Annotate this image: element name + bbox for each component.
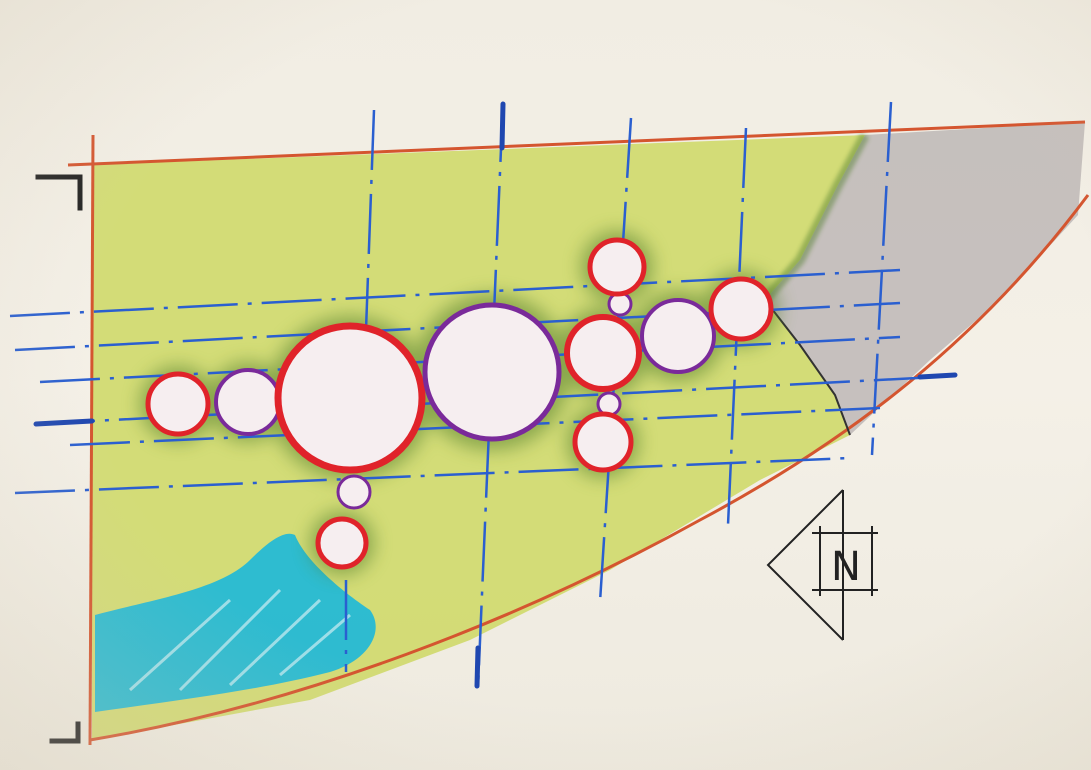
bubble-east-link bbox=[640, 298, 716, 374]
water-hatching bbox=[128, 588, 351, 692]
bubble-west-link bbox=[214, 368, 282, 436]
north-arrow-icon: N bbox=[766, 489, 878, 641]
grid-end-markers bbox=[33, 101, 958, 689]
north-arrow-label: N bbox=[831, 544, 861, 590]
bubble-stem-link bbox=[336, 474, 372, 510]
bubble-small-north bbox=[587, 237, 647, 297]
water-area bbox=[95, 533, 376, 712]
grey-zone-edge bbox=[764, 299, 851, 436]
bubble-large-west bbox=[274, 322, 426, 474]
bubble-small-east bbox=[708, 276, 774, 342]
bubble-small-west bbox=[145, 371, 211, 437]
section-marker-icon bbox=[35, 174, 83, 744]
bubble-large-center bbox=[422, 302, 562, 442]
program-bubbles bbox=[145, 237, 774, 570]
bubble-small-south bbox=[572, 411, 634, 473]
grey-zone bbox=[765, 122, 1085, 435]
green-edge-shading bbox=[761, 132, 870, 304]
site-boundary bbox=[67, 120, 1090, 746]
bubble-hub bbox=[564, 314, 642, 392]
bubble-small-southwest bbox=[315, 516, 369, 570]
